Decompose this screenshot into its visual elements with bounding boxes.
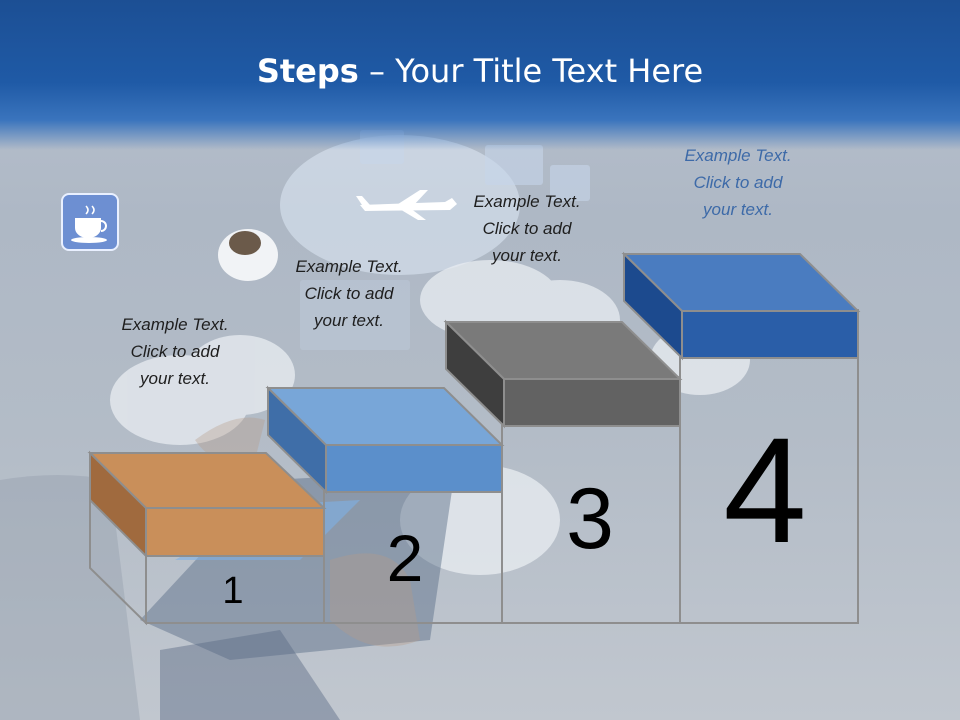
step4-text[interactable]: Example Text. Click to add your text.	[684, 146, 792, 219]
step3-text[interactable]: Example Text. Click to add your text.	[473, 192, 581, 265]
step1-text[interactable]: Example Text. Click to add your text.	[121, 315, 229, 388]
step2-block[interactable]	[265, 385, 505, 495]
coffee-cup-icon	[61, 193, 119, 251]
step1-number: 1	[222, 570, 244, 612]
coffee-saucer-icon	[218, 229, 278, 281]
step1-block[interactable]	[87, 450, 327, 559]
airplane-icon	[356, 190, 457, 220]
step3-number: 3	[566, 471, 614, 567]
step3-block[interactable]	[443, 319, 683, 429]
slide-title[interactable]: Steps – Your Title Text Here	[0, 52, 960, 90]
step4-block[interactable]	[621, 251, 861, 361]
title-rest: – Your Title Text Here	[358, 52, 704, 90]
step2-number: 2	[386, 521, 424, 595]
step2-text[interactable]: Example Text. Click to add your text.	[295, 257, 403, 330]
header-band	[0, 0, 960, 150]
title-bold: Steps	[256, 52, 359, 90]
step4-number: 4	[723, 406, 807, 574]
